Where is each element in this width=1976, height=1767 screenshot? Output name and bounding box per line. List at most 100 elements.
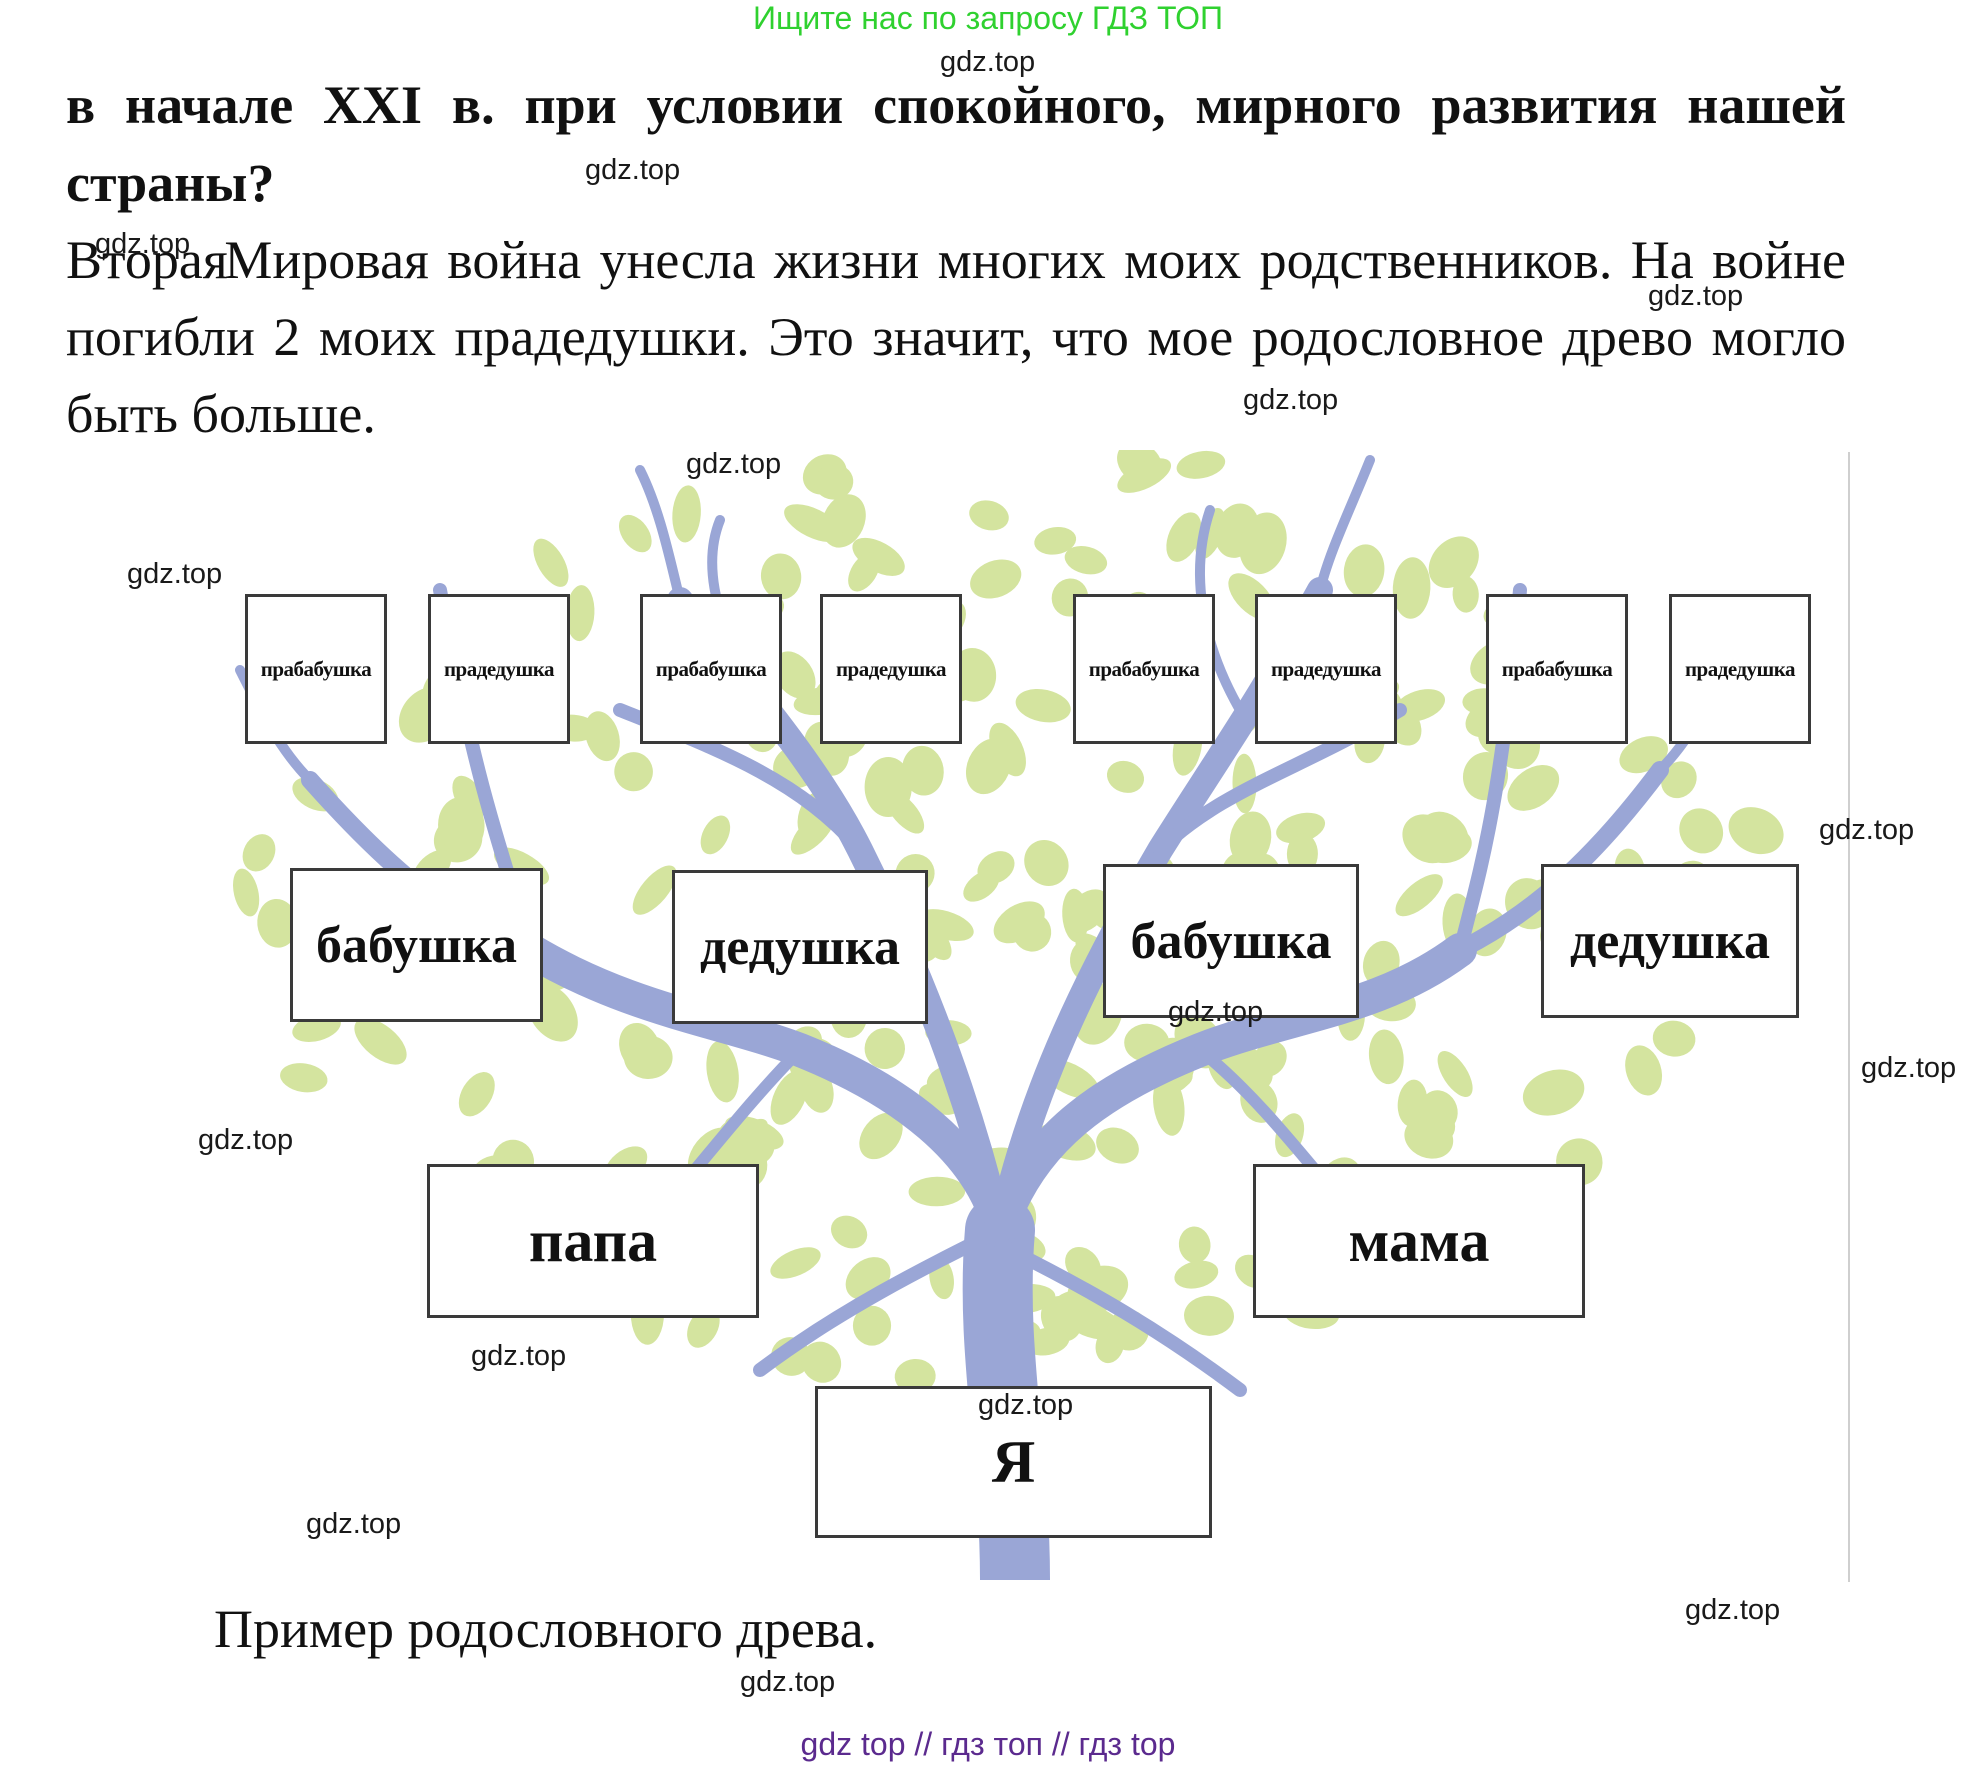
box-great-grandmother-1: прабабушка bbox=[245, 594, 387, 744]
tree-leaf bbox=[1015, 689, 1071, 723]
tree-leaf bbox=[242, 834, 276, 872]
tree-leaf bbox=[700, 815, 731, 855]
tree-leaf bbox=[970, 559, 1022, 599]
tree-leaf bbox=[1652, 1020, 1696, 1057]
tree-leaf bbox=[1106, 760, 1145, 793]
figure-caption: Пример родословного древа. bbox=[214, 1599, 878, 1659]
tree-leaf bbox=[1184, 1295, 1234, 1336]
tree-leaf bbox=[770, 1247, 821, 1279]
watermark: gdz.top bbox=[740, 1666, 836, 1698]
answer-text: Мировая война унесла жизни многих моих р… bbox=[66, 230, 1846, 444]
tree-leaf bbox=[1395, 874, 1443, 917]
tree-leaf bbox=[1153, 1074, 1185, 1136]
tree-leaf bbox=[1437, 1051, 1473, 1097]
tree-leaf bbox=[257, 898, 298, 948]
tree-leaf bbox=[1625, 1045, 1663, 1096]
watermark: gdz.top bbox=[1819, 814, 1915, 846]
tree-leaf bbox=[1064, 546, 1108, 575]
watermark: gdz.top bbox=[1685, 1594, 1781, 1626]
tree-leaf bbox=[1117, 458, 1172, 493]
box-grandfather-1: дедушка bbox=[672, 870, 928, 1024]
tree-leaf bbox=[1096, 1127, 1139, 1164]
tree-leaf bbox=[1452, 576, 1479, 613]
tree-leaf bbox=[784, 504, 843, 543]
watermark: gdz.top bbox=[127, 558, 223, 590]
answer-first-word: Вторая bbox=[66, 230, 228, 290]
tree-leaf bbox=[1661, 761, 1697, 799]
tree-leaf bbox=[566, 585, 595, 642]
tree-leaf bbox=[1343, 544, 1385, 597]
watermark: gdz.top bbox=[978, 1389, 1074, 1421]
tree-leaf bbox=[1522, 1069, 1585, 1116]
box-great-grandfather-3: прадедушка bbox=[1255, 594, 1397, 744]
box-father: папа bbox=[427, 1164, 759, 1318]
tree-leaf bbox=[438, 797, 485, 854]
tree-leaf bbox=[773, 651, 816, 699]
watermark: gdz.top bbox=[940, 46, 1036, 78]
box-great-grandfather-2: прадедушка bbox=[820, 594, 962, 744]
box-grandmother-2: бабушка bbox=[1103, 864, 1359, 1018]
tree-leaf bbox=[1024, 1327, 1070, 1356]
tree-leaf bbox=[864, 1028, 906, 1069]
box-mother: мама bbox=[1253, 1164, 1585, 1318]
box-grandfather-2: дедушка bbox=[1541, 864, 1799, 1018]
tree-leaf bbox=[1276, 812, 1326, 844]
tree-leaf bbox=[770, 1070, 809, 1125]
tree-leaf bbox=[894, 1358, 936, 1394]
tree-leaf bbox=[533, 538, 569, 587]
box-great-grandmother-2: прабабушка bbox=[640, 594, 782, 744]
tree-leaf bbox=[632, 865, 677, 915]
tree-leaf bbox=[354, 1018, 407, 1065]
tree-leaf bbox=[1174, 1260, 1219, 1289]
tree-leaf bbox=[864, 757, 912, 817]
watermark: gdz.top bbox=[1168, 996, 1264, 1028]
top-ad-text: Ищите нас по запросу ГДЗ ТОП bbox=[753, 0, 1223, 36]
box-me: Я bbox=[815, 1386, 1212, 1538]
tree-leaf bbox=[1404, 1117, 1454, 1159]
watermark: gdz.top bbox=[686, 448, 782, 480]
watermark: gdz.top bbox=[198, 1124, 294, 1156]
tree-leaf bbox=[902, 745, 944, 796]
tree-leaf bbox=[859, 1112, 903, 1160]
tree-leaf bbox=[458, 1072, 495, 1117]
tree-leaf bbox=[1392, 557, 1431, 619]
tree-leaf bbox=[1024, 840, 1069, 886]
tree-leaf bbox=[848, 552, 880, 592]
tree-leaf bbox=[1428, 536, 1479, 589]
footer-text: gdz top // гдз топ // гдз top bbox=[800, 1726, 1176, 1762]
divider-line bbox=[1848, 452, 1850, 1582]
tree-leaf bbox=[1178, 1226, 1211, 1264]
watermark: gdz.top bbox=[585, 154, 681, 186]
tree-leaf bbox=[963, 870, 1000, 902]
tree-leaf bbox=[618, 514, 652, 553]
tree-leaf bbox=[830, 1215, 868, 1249]
question-text: в начале XXI в. при условии спокойного, … bbox=[66, 75, 1846, 213]
box-great-grandfather-1: прадедушка bbox=[428, 594, 570, 744]
tree-leaf bbox=[852, 1305, 892, 1346]
tree-leaf bbox=[1397, 1079, 1428, 1127]
watermark: gdz.top bbox=[1861, 1052, 1957, 1084]
box-great-grandmother-3: прабабушка bbox=[1073, 594, 1215, 744]
answer-paragraph: Вторая Мировая война унесла жизни многих… bbox=[66, 222, 1846, 453]
tree-leaf bbox=[1239, 512, 1287, 575]
watermark: gdz.top bbox=[95, 228, 191, 260]
tree-leaf bbox=[1420, 811, 1469, 857]
tree-leaf bbox=[1229, 811, 1272, 866]
tree-leaf bbox=[1065, 889, 1109, 933]
tree-leaf bbox=[993, 901, 1045, 944]
tree-leaf bbox=[280, 1063, 328, 1093]
tree-leaf bbox=[1166, 512, 1202, 562]
box-great-grandmother-4: прабабушка bbox=[1486, 594, 1628, 744]
tree-leaf bbox=[706, 1041, 739, 1103]
watermark: gdz.top bbox=[1648, 280, 1744, 312]
tree-leaf bbox=[908, 1176, 966, 1207]
tree-leaf bbox=[619, 1022, 661, 1072]
tree-leaf bbox=[614, 752, 653, 792]
watermark: gdz.top bbox=[306, 1508, 402, 1540]
tree-leaf bbox=[1176, 450, 1226, 479]
family-tree: прабабушка прадедушка прабабушка прадеду… bbox=[200, 450, 1850, 1580]
tree-leaf bbox=[233, 868, 260, 917]
tree-leaf bbox=[1728, 807, 1784, 855]
tree-leaf bbox=[969, 500, 1009, 531]
tree-leaf bbox=[801, 1341, 842, 1383]
